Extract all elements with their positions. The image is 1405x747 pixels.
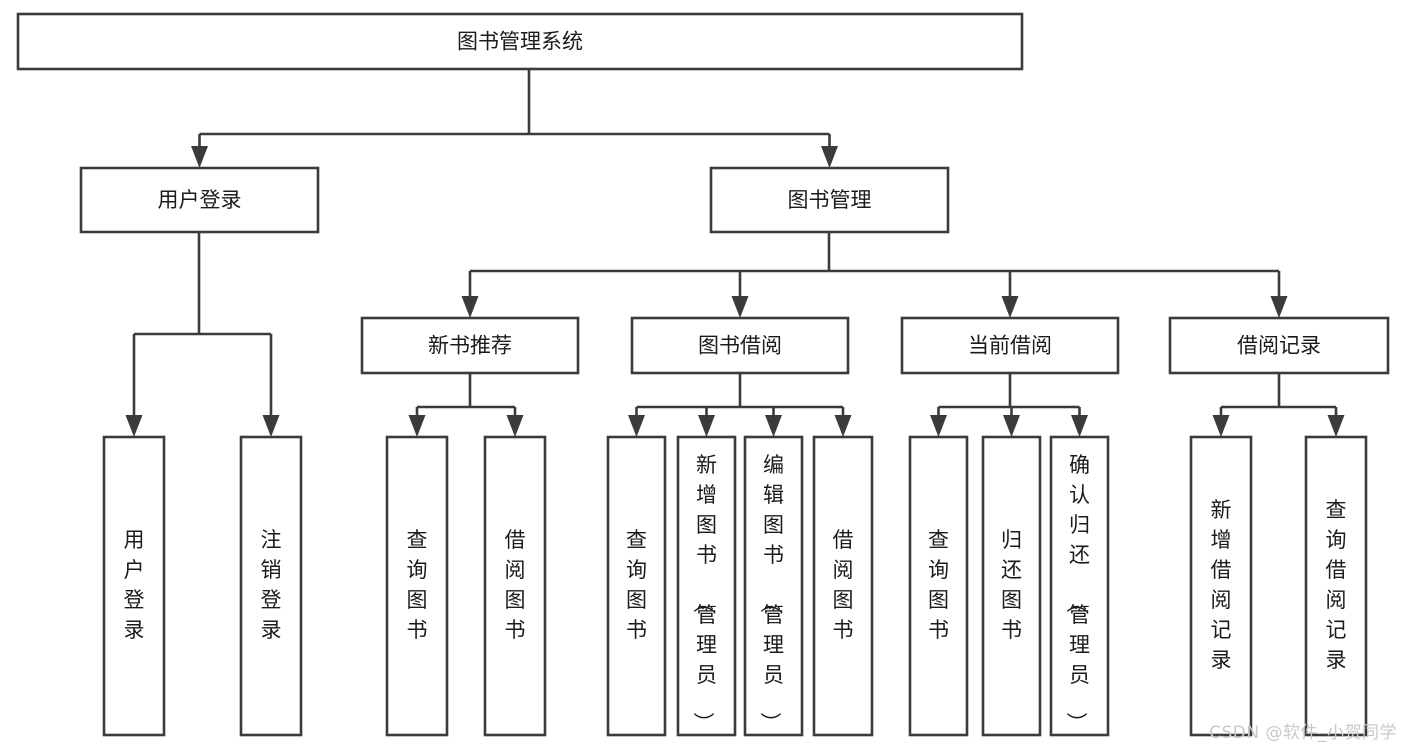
- arrow-head-icon: [1212, 415, 1230, 437]
- node-label: 查询图书: [407, 528, 428, 642]
- node-leaf-query-borrow-record[interactable]: 查询借阅记录: [1304, 435, 1368, 737]
- node-label: 归还图书: [1001, 528, 1022, 642]
- node-box[interactable]: [385, 435, 449, 737]
- node-label: 图书管理: [788, 188, 872, 212]
- arrow-head-icon: [1071, 415, 1088, 437]
- arrow-head-icon: [1327, 415, 1345, 437]
- arrow-head-icon: [698, 415, 715, 437]
- node-box[interactable]: [1189, 435, 1253, 737]
- node-book-management[interactable]: 图书管理: [709, 166, 950, 234]
- node-leaf-query-book-2[interactable]: 查询图书: [606, 435, 667, 737]
- node-box[interactable]: [1168, 316, 1390, 375]
- node-box[interactable]: [606, 435, 667, 737]
- node-box[interactable]: [908, 435, 969, 737]
- node-current-borrow[interactable]: 当前借阅: [900, 316, 1120, 375]
- node-label: 图书借阅: [698, 334, 782, 358]
- connector-group: [930, 373, 1088, 437]
- node-box[interactable]: [79, 166, 320, 234]
- node-box[interactable]: [900, 316, 1120, 375]
- node-label: 当前借阅: [968, 334, 1052, 358]
- connector-group: [628, 373, 852, 437]
- node-leaf-confirm-return-admin[interactable]: 确认归还（管理员）: [1049, 435, 1110, 737]
- connector-group: [461, 232, 1288, 318]
- arrow-head-icon: [765, 415, 782, 437]
- arrow-head-icon: [930, 415, 947, 437]
- connector-group: [125, 232, 280, 437]
- arrow-head-icon: [461, 296, 479, 318]
- node-leaf-user-login[interactable]: 用户登录: [102, 435, 166, 737]
- arrow-head-icon: [125, 415, 143, 437]
- node-label: 注销登录: [261, 528, 282, 642]
- node-label: 借阅记录: [1237, 334, 1321, 358]
- node-label: 用户登录: [158, 188, 242, 212]
- node-leaf-query-book-3[interactable]: 查询图书: [908, 435, 969, 737]
- node-label: 查询图书: [928, 528, 949, 642]
- connector-layer: [125, 69, 1345, 437]
- node-box[interactable]: [743, 435, 804, 737]
- node-box[interactable]: [812, 435, 874, 737]
- node-leaf-borrow-book-2[interactable]: 借阅图书: [812, 435, 874, 737]
- node-book-borrow[interactable]: 图书借阅: [630, 316, 850, 375]
- node-leaf-logout-login[interactable]: 注销登录: [239, 435, 303, 737]
- node-box[interactable]: [1049, 435, 1110, 737]
- node-label: 新增借阅记录: [1211, 498, 1232, 672]
- node-box[interactable]: [360, 316, 580, 375]
- arrow-head-icon: [834, 415, 852, 437]
- node-leaf-query-book-1[interactable]: 查询图书: [385, 435, 449, 737]
- arrow-head-icon: [731, 296, 749, 318]
- node-leaf-edit-book-admin[interactable]: 编辑图书（管理员）: [743, 435, 804, 737]
- node-box[interactable]: [1304, 435, 1368, 737]
- node-label: 新增图书（管理员）: [691, 453, 717, 733]
- node-label: 确认归还（管理员）: [1064, 453, 1090, 733]
- node-box[interactable]: [981, 435, 1042, 737]
- node-new-book-recommend[interactable]: 新书推荐: [360, 316, 580, 375]
- node-leaf-add-borrow-record[interactable]: 新增借阅记录: [1189, 435, 1253, 737]
- watermark-label: CSDN @软件_小贺同学: [1209, 723, 1397, 743]
- arrow-head-icon: [506, 415, 524, 437]
- node-leaf-borrow-book-1[interactable]: 借阅图书: [483, 435, 547, 737]
- node-user-login[interactable]: 用户登录: [79, 166, 320, 234]
- node-layer: 图书管理系统用户登录图书管理新书推荐图书借阅当前借阅借阅记录用户登录注销登录查询…: [16, 12, 1390, 737]
- node-leaf-return-book[interactable]: 归还图书: [981, 435, 1042, 737]
- node-root[interactable]: 图书管理系统: [16, 12, 1024, 71]
- node-box[interactable]: [102, 435, 166, 737]
- node-label: 借阅图书: [833, 528, 854, 642]
- node-label: 编辑图书（管理员）: [758, 453, 784, 733]
- node-label: 用户登录: [124, 528, 145, 642]
- arrow-head-icon: [628, 415, 645, 437]
- node-box[interactable]: [16, 12, 1024, 71]
- node-label: 新书推荐: [428, 334, 512, 358]
- node-label: 图书管理系统: [457, 30, 583, 54]
- arrow-head-icon: [408, 415, 426, 437]
- node-label: 查询图书: [626, 528, 647, 642]
- arrow-head-icon: [262, 415, 280, 437]
- node-box[interactable]: [709, 166, 950, 234]
- connector-group: [1212, 373, 1345, 437]
- node-box[interactable]: [239, 435, 303, 737]
- connector-group: [408, 373, 524, 437]
- arrow-head-icon: [1003, 415, 1020, 437]
- node-box[interactable]: [676, 435, 737, 737]
- node-leaf-add-book-admin[interactable]: 新增图书（管理员）: [676, 435, 737, 737]
- arrow-head-icon: [1001, 296, 1019, 318]
- arrow-head-icon: [821, 146, 838, 168]
- connector-group: [191, 69, 838, 168]
- arrow-head-icon: [191, 146, 208, 168]
- node-box[interactable]: [483, 435, 547, 737]
- node-box[interactable]: [630, 316, 850, 375]
- arrow-head-icon: [1270, 296, 1288, 318]
- node-label: 查询借阅记录: [1326, 498, 1347, 672]
- node-label: 借阅图书: [505, 528, 526, 642]
- node-borrow-records[interactable]: 借阅记录: [1168, 316, 1390, 375]
